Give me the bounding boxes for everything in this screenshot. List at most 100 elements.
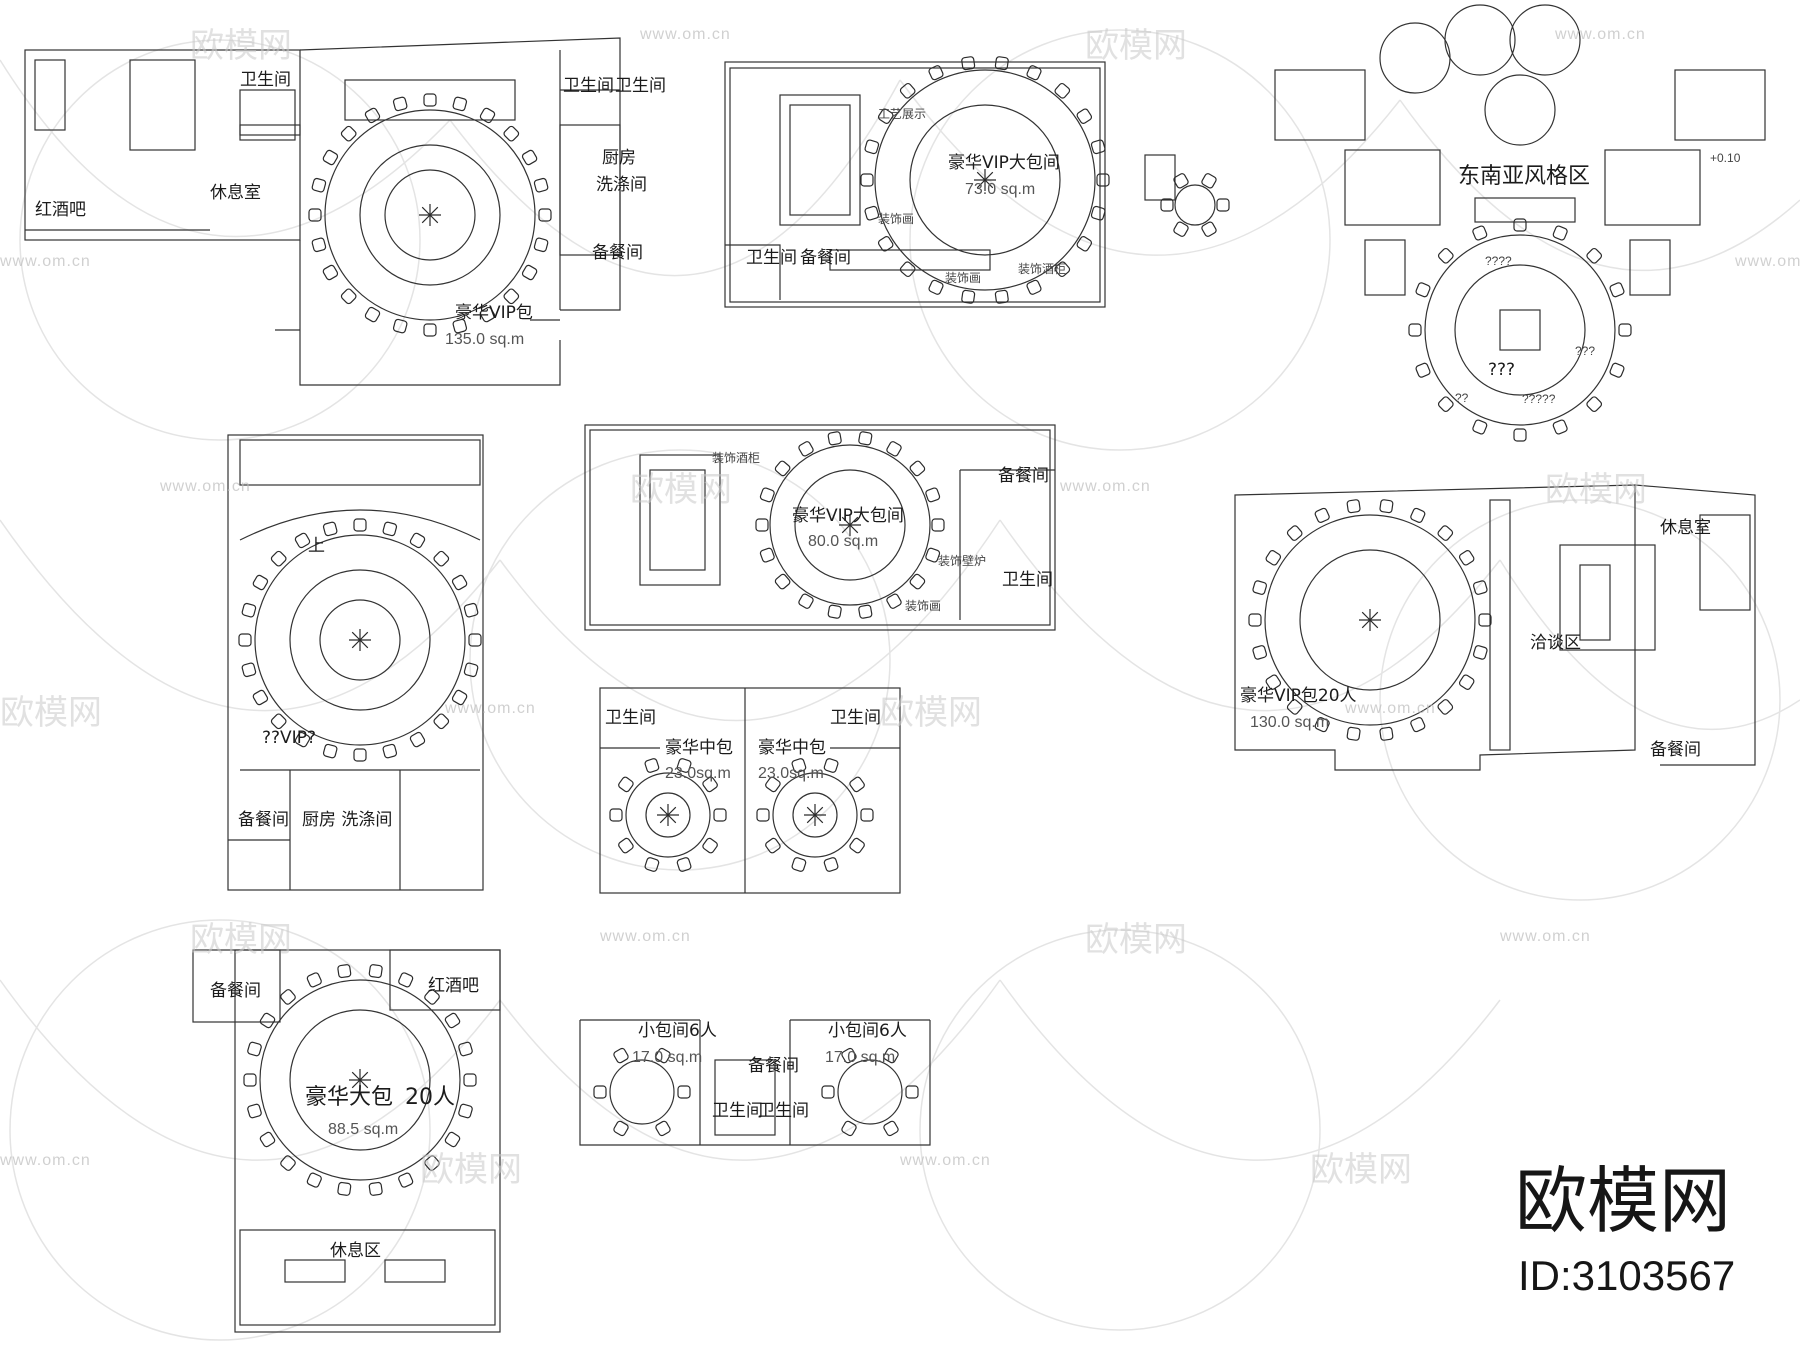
- chair-icon: [479, 306, 496, 323]
- chair-icon: [1026, 279, 1042, 295]
- chair-icon: [1586, 396, 1603, 413]
- chair-icon: [364, 107, 381, 124]
- watermark-url: www.om.cn: [900, 1152, 991, 1169]
- chair-icon: [452, 96, 468, 112]
- chair-icon: [247, 1041, 262, 1057]
- light-fixture-icon: [974, 169, 996, 191]
- chair-icon: [241, 662, 257, 678]
- chair-icon: [1248, 613, 1262, 627]
- chair-icon: [451, 689, 468, 706]
- chair-icon: [311, 177, 327, 193]
- chair-icon: [841, 1120, 857, 1137]
- chair-icon: [322, 743, 338, 759]
- chair-icon: [322, 264, 339, 281]
- chair-icon: [1076, 108, 1093, 124]
- chair-icon: [533, 237, 549, 253]
- plan6-meeting-area: 洽谈区: [1530, 633, 1581, 653]
- chair-icon: [860, 173, 874, 187]
- chair-icon: [1076, 236, 1093, 252]
- plan9-room-a-area: 17.0 sq.m: [632, 1049, 703, 1066]
- plan3-level-mark: +0.10: [1710, 151, 1741, 165]
- chair-icon: [423, 323, 437, 337]
- chair-icon: [676, 857, 692, 872]
- plan-small-rooms: [579, 1019, 931, 1146]
- chair-icon: [409, 532, 426, 549]
- watermark-logo: 欧模网: [1085, 920, 1187, 960]
- chair-icon: [340, 288, 357, 305]
- plan1-wine-bar: 红酒吧: [35, 200, 86, 220]
- chair-icon: [1513, 428, 1527, 442]
- chair-icon: [928, 279, 944, 295]
- plan3-note-4: ??: [1455, 391, 1469, 405]
- plan-vip-left: [227, 434, 484, 891]
- chair-icon: [1379, 499, 1394, 514]
- plan8-pantry: 备餐间: [210, 981, 261, 1001]
- chair-icon: [1346, 726, 1361, 741]
- chair-icon: [468, 633, 482, 647]
- chair-icon: [1173, 221, 1189, 237]
- chair-icon: [791, 758, 807, 773]
- chair-icon: [1472, 419, 1488, 435]
- plan5-deco-painting: 装饰画: [905, 599, 942, 613]
- watermark-url: www.om.cn: [1735, 253, 1800, 270]
- chair-icon: [849, 837, 865, 854]
- chair-icon: [452, 318, 468, 334]
- plan-vip-80: [584, 424, 1056, 631]
- plan7-wc-b: 卫生间: [830, 708, 881, 728]
- watermark-logo: 欧模网: [1085, 26, 1187, 66]
- plan6-pantry: 备餐间: [1650, 740, 1701, 760]
- chair-icon: [306, 1172, 322, 1188]
- chair-icon: [994, 56, 1009, 71]
- plan5-room-name: 豪华VIP大包间: [792, 506, 904, 526]
- plan6-room-name: 豪华VIP包20人: [1240, 686, 1357, 706]
- chair-icon: [458, 1103, 473, 1119]
- chair-icon: [877, 108, 894, 124]
- chair-icon: [1096, 173, 1110, 187]
- chair-icon: [259, 1131, 276, 1148]
- watermark-logo: 欧模网: [420, 1150, 522, 1190]
- light-fixture-icon: [839, 514, 861, 536]
- plan2-deco-painting: 装饰画: [878, 212, 915, 226]
- plan2-pantry: 备餐间: [800, 248, 851, 268]
- chair-icon: [353, 748, 367, 762]
- chair-icon: [1552, 225, 1568, 241]
- light-fixture-icon: [657, 804, 679, 826]
- chair-icon: [791, 857, 807, 872]
- plan5-pantry: 备餐间: [998, 466, 1049, 486]
- chair-icon: [823, 758, 839, 773]
- plan4-room-name: ??VIP?: [262, 728, 316, 748]
- plan7-room-a-name: 豪华中包: [665, 738, 733, 758]
- chair-icon: [821, 1085, 835, 1099]
- watermark-logo: 欧模网: [190, 920, 292, 960]
- plan9-pantry: 备餐间: [748, 1056, 799, 1076]
- chair-icon: [463, 602, 479, 618]
- chair-icon: [1026, 65, 1042, 81]
- plan6-rest-room: 休息室: [1660, 518, 1711, 538]
- chair-icon: [270, 713, 287, 730]
- plan1-rest-room: 休息室: [210, 183, 261, 203]
- chair-icon: [1314, 507, 1330, 523]
- chair-icon: [1458, 674, 1475, 690]
- chair-icon: [858, 431, 873, 446]
- chair-icon: [337, 1181, 352, 1196]
- chair-icon: [1437, 247, 1454, 264]
- chair-icon: [433, 550, 450, 567]
- chair-icon: [521, 264, 538, 281]
- chair-icon: [644, 758, 660, 773]
- chair-icon: [1201, 221, 1217, 237]
- plan2-room-name: 豪华VIP大包间: [948, 153, 1060, 173]
- chair-icon: [1586, 247, 1603, 264]
- chair-icon: [774, 460, 791, 477]
- chair-icon: [243, 1073, 257, 1087]
- chair-icon: [306, 972, 322, 988]
- chair-icon: [1252, 645, 1268, 660]
- plan4-stairs-up: 上: [308, 536, 325, 556]
- chair-icon: [909, 573, 926, 590]
- chair-icon: [883, 1120, 899, 1137]
- chair-icon: [270, 550, 287, 567]
- chair-icon: [961, 289, 976, 304]
- plan1-washing: 洗涤间: [596, 175, 647, 195]
- chair-icon: [1618, 323, 1632, 337]
- plan1-room-area: 135.0 sq.m: [445, 331, 525, 348]
